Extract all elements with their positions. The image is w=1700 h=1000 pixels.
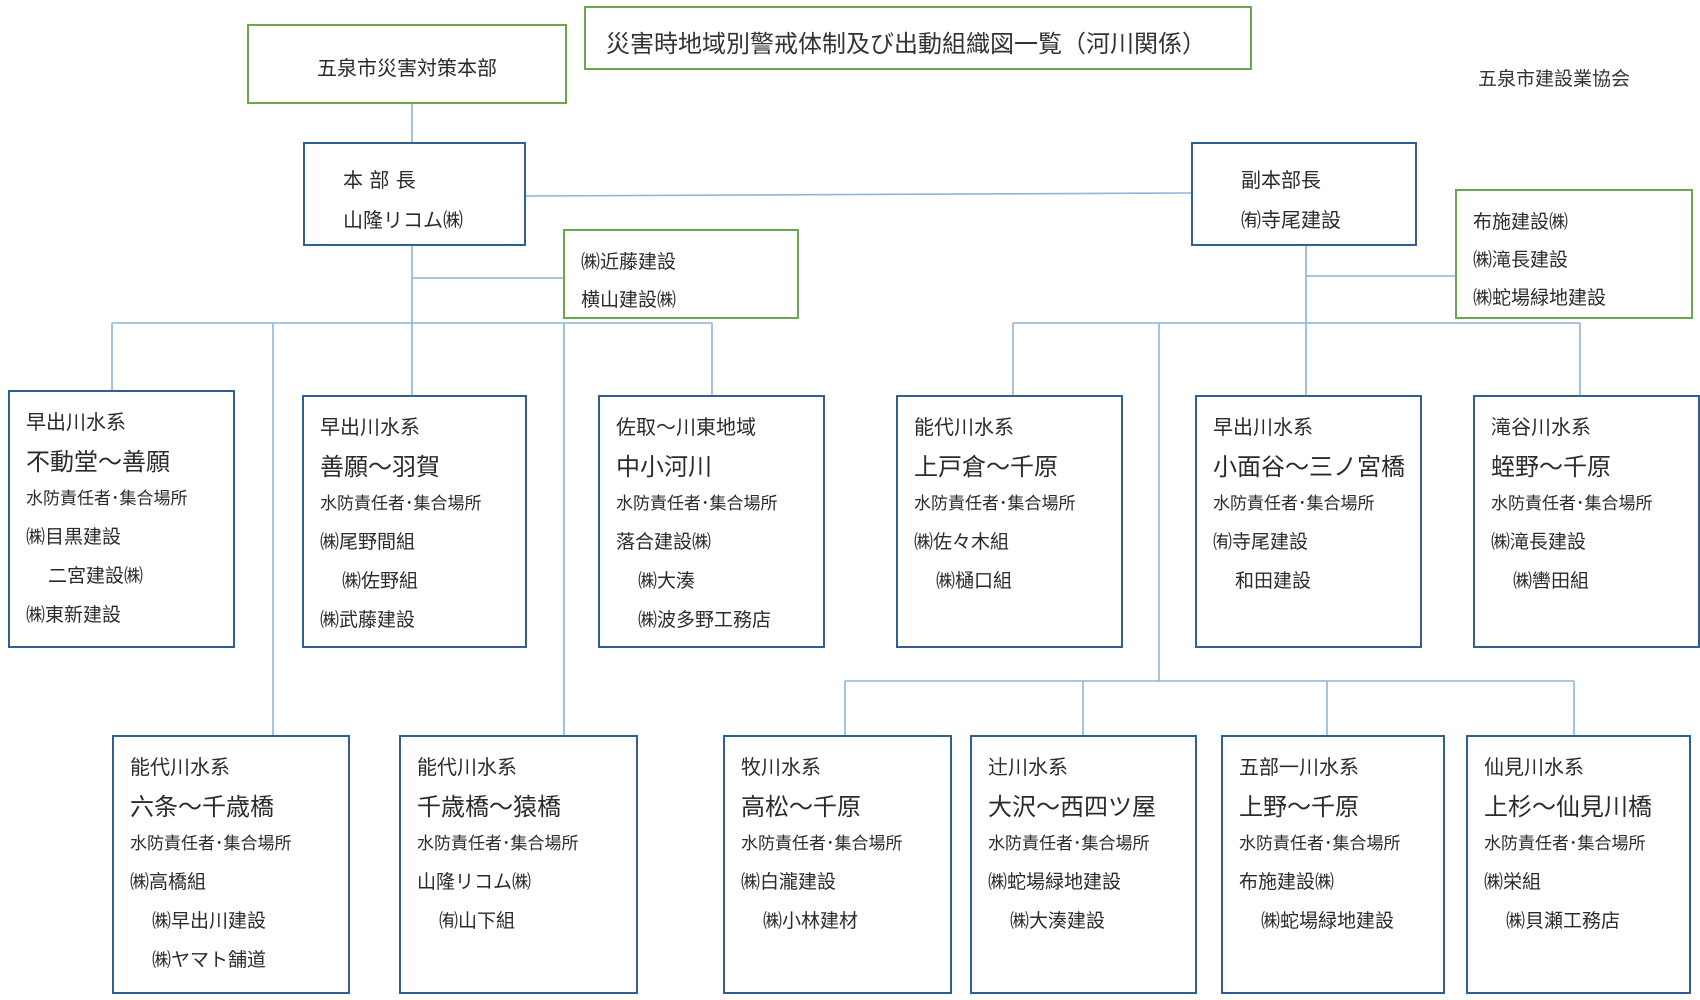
unit-role-label: 水防責任者･集合場所 <box>1484 834 1646 854</box>
support-box-left: ㈱近藤建設 横山建設㈱ <box>563 229 799 319</box>
unit-section: 千歳橋～猿橋 <box>417 793 561 821</box>
unit-system: 辻川水系 <box>988 755 1068 779</box>
unit-company: 和田建設 <box>1235 570 1312 592</box>
unit-company: 布施建設㈱ <box>1239 871 1335 893</box>
unit-system: 早出川水系 <box>26 410 126 434</box>
support-company: ㈱近藤建設 <box>581 251 677 273</box>
unit-company: 山隆リコム㈱ <box>417 871 532 893</box>
unit-company: ㈱波多野工務店 <box>638 609 772 631</box>
unit-role-label: 水防責任者･集合場所 <box>26 489 188 509</box>
support-company: 横山建設㈱ <box>581 289 677 311</box>
support-company: ㈱蛇場緑地建設 <box>1473 287 1607 309</box>
unit-role-label: 水防責任者･集合場所 <box>1239 834 1401 854</box>
unit-company: ㈱轡田組 <box>1513 570 1590 592</box>
unit-role-label: 水防責任者･集合場所 <box>417 834 579 854</box>
unit-section: 上野～千原 <box>1239 793 1359 821</box>
unit-company: ㈱ヤマト舗道 <box>152 949 267 971</box>
hq-label: 五泉市災害対策本部 <box>317 56 497 80</box>
unit-company: ㈱白瀧建設 <box>741 871 837 893</box>
unit-system: 能代川水系 <box>914 415 1014 439</box>
unit-company: ㈱尾野間組 <box>320 531 416 553</box>
unit-section: 蛭野～千原 <box>1491 453 1611 481</box>
unit-box: 能代川水系 六条～千歳橋 水防責任者･集合場所 ㈱高橋組 ㈱早出川建設 ㈱ヤマト… <box>112 735 350 994</box>
unit-company: ㈱武藤建設 <box>320 609 416 631</box>
unit-role-label: 水防責任者･集合場所 <box>988 834 1150 854</box>
unit-company: ㈱蛇場緑地建設 <box>988 871 1122 893</box>
unit-system: 牧川水系 <box>741 755 821 779</box>
unit-role-label: 水防責任者･集合場所 <box>1213 494 1375 514</box>
unit-box: 滝谷川水系 蛭野～千原 水防責任者･集合場所 ㈱滝長建設 ㈱轡田組 <box>1473 395 1700 648</box>
chief-box: 本 部 長 山隆リコム㈱ <box>303 142 526 246</box>
unit-box: 牧川水系 高松～千原 水防責任者･集合場所 ㈱白瀧建設 ㈱小林建材 <box>723 735 952 994</box>
unit-section: 中小河川 <box>616 453 712 481</box>
unit-box: 早出川水系 不動堂～善願 水防責任者･集合場所 ㈱目黒建設 二宮建設㈱ ㈱東新建… <box>8 390 235 648</box>
unit-company: 二宮建設㈱ <box>48 565 144 587</box>
unit-company: ㈱佐々木組 <box>914 531 1010 553</box>
unit-company: ㈱栄組 <box>1484 871 1542 893</box>
unit-system: 五部一川水系 <box>1239 755 1359 779</box>
connector-line <box>525 192 1192 197</box>
unit-section: 善願～羽賀 <box>320 453 440 481</box>
unit-company: ㈱早出川建設 <box>152 910 267 932</box>
deputy-box: 副本部長 ㈲寺尾建設 <box>1191 142 1417 246</box>
unit-role-label: 水防責任者･集合場所 <box>914 494 1076 514</box>
deputy-company: ㈲寺尾建設 <box>1241 208 1341 232</box>
unit-company: ㈲山下組 <box>439 910 516 932</box>
unit-box: 早出川水系 善願～羽賀 水防責任者･集合場所 ㈱尾野間組 ㈱佐野組 ㈱武藤建設 <box>302 395 527 648</box>
unit-company: ㈱目黒建設 <box>26 526 122 548</box>
unit-system: 早出川水系 <box>1213 415 1313 439</box>
support-box-right: 布施建設㈱ ㈱滝長建設 ㈱蛇場緑地建設 <box>1455 189 1693 319</box>
unit-company: ㈲寺尾建設 <box>1213 531 1309 553</box>
unit-company: ㈱佐野組 <box>342 570 419 592</box>
unit-company: ㈱貝瀬工務店 <box>1506 910 1621 932</box>
unit-system: 仙見川水系 <box>1484 755 1584 779</box>
unit-company: ㈱滝長建設 <box>1491 531 1587 553</box>
support-company: ㈱滝長建設 <box>1473 249 1569 271</box>
chief-title: 本 部 長 <box>343 168 416 192</box>
unit-box: 五部一川水系 上野～千原 水防責任者･集合場所 布施建設㈱ ㈱蛇場緑地建設 <box>1221 735 1445 994</box>
unit-system: 能代川水系 <box>417 755 517 779</box>
unit-section: 大沢～西四ツ屋 <box>988 793 1156 821</box>
deputy-title: 副本部長 <box>1241 168 1321 192</box>
unit-box: 能代川水系 上戸倉～千原 水防責任者･集合場所 ㈱佐々木組 ㈱樋口組 <box>896 395 1123 648</box>
unit-section: 上戸倉～千原 <box>914 453 1058 481</box>
unit-box: 佐取～川東地域 中小河川 水防責任者･集合場所 落合建設㈱ ㈱大湊 ㈱波多野工務… <box>598 395 825 648</box>
unit-company: ㈱高橋組 <box>130 871 207 893</box>
unit-system: 滝谷川水系 <box>1491 415 1591 439</box>
unit-role-label: 水防責任者･集合場所 <box>1491 494 1653 514</box>
unit-company: ㈱大湊建設 <box>1010 910 1106 932</box>
unit-company: 落合建設㈱ <box>616 531 712 553</box>
unit-box: 仙見川水系 上杉～仙見川橋 水防責任者･集合場所 ㈱栄組 ㈱貝瀬工務店 <box>1466 735 1691 994</box>
unit-box: 早出川水系 小面谷～三ノ宮橋 水防責任者･集合場所 ㈲寺尾建設 和田建設 <box>1195 395 1422 648</box>
unit-role-label: 水防責任者･集合場所 <box>616 494 778 514</box>
unit-system: 早出川水系 <box>320 415 420 439</box>
unit-section: 上杉～仙見川橋 <box>1484 793 1652 821</box>
unit-box: 辻川水系 大沢～西四ツ屋 水防責任者･集合場所 ㈱蛇場緑地建設 ㈱大湊建設 <box>970 735 1197 994</box>
unit-company: ㈱小林建材 <box>763 910 859 932</box>
diagram-title: 災害時地域別警戒体制及び出動組織図一覧（河川関係） <box>606 30 1206 58</box>
unit-role-label: 水防責任者･集合場所 <box>130 834 292 854</box>
unit-company: ㈱東新建設 <box>26 604 122 626</box>
support-company: 布施建設㈱ <box>1473 211 1569 233</box>
unit-box: 能代川水系 千歳橋～猿橋 水防責任者･集合場所 山隆リコム㈱ ㈲山下組 <box>399 735 638 994</box>
unit-company: ㈱樋口組 <box>936 570 1013 592</box>
unit-section: 小面谷～三ノ宮橋 <box>1213 453 1405 481</box>
unit-section: 高松～千原 <box>741 793 861 821</box>
unit-company: ㈱大湊 <box>638 570 696 592</box>
hq-box: 五泉市災害対策本部 <box>247 24 567 104</box>
unit-section: 六条～千歳橋 <box>130 793 274 821</box>
title-box: 災害時地域別警戒体制及び出動組織図一覧（河川関係） <box>584 6 1252 70</box>
association-name: 五泉市建設業協会 <box>1478 68 1631 90</box>
unit-system: 佐取～川東地域 <box>616 415 756 439</box>
unit-company: ㈱蛇場緑地建設 <box>1261 910 1395 932</box>
unit-section: 不動堂～善願 <box>26 448 170 476</box>
unit-system: 能代川水系 <box>130 755 230 779</box>
unit-role-label: 水防責任者･集合場所 <box>741 834 903 854</box>
chief-company: 山隆リコム㈱ <box>343 208 463 232</box>
unit-role-label: 水防責任者･集合場所 <box>320 494 482 514</box>
